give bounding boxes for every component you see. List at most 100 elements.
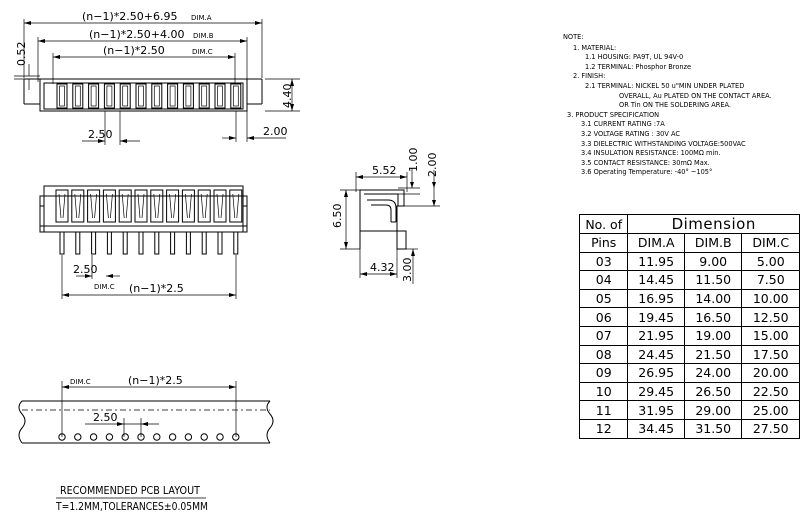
cell-dim-b: 21.50 (683, 344, 743, 365)
cell-dim-a: 11.95 (627, 251, 685, 272)
side-top-step: 2.00 (426, 153, 439, 178)
top-pin-contact (201, 85, 208, 107)
pcb-layout-subtitle: T=1.2MM,TOLERANCES±0.05MM (55, 500, 208, 513)
header-dimension: Dimension (627, 214, 800, 234)
top-pin-contact (138, 85, 144, 107)
pcb-hole (200, 433, 208, 441)
top-pin-slot (135, 83, 147, 109)
front-contact (58, 193, 66, 219)
cell-dim-b: 24.00 (683, 363, 743, 383)
header-pins: Pins (578, 233, 629, 253)
pcb-dim-c-label: DIM.C (70, 378, 91, 386)
front-cavity (197, 189, 211, 223)
note-line: 3.2 VOLTAGE RATING : 30V AC (581, 129, 680, 138)
top-pin-slot (198, 83, 210, 109)
cell-dim-b: 31.50 (683, 418, 743, 439)
cell-pins: 05 (578, 288, 629, 309)
side-base-width: 4.32 (370, 261, 395, 274)
top-pin-contact (90, 85, 97, 107)
cell-dim-a: 21.95 (627, 325, 685, 346)
front-contact (200, 193, 208, 219)
note-line: 1.1 HOUSING: PA9T, UL 94V-0 (585, 53, 684, 62)
dim-a-label: DIM.A (191, 14, 212, 22)
cell-dim-a: 31.95 (627, 400, 685, 420)
dim-a-formula: (n−1)*2.50+6.95 (82, 10, 177, 23)
top-pin-contact (185, 85, 192, 107)
cell-dim-b: 14.00 (683, 288, 743, 309)
top-pin-contact (106, 85, 113, 107)
pcb-hole (105, 433, 114, 441)
top-pin-contact (74, 85, 81, 107)
side-pin-length: 3.00 (401, 258, 414, 283)
cell-dim-c: 7.50 (741, 270, 800, 290)
cell-dim-c: 15.00 (741, 325, 800, 346)
cell-dim-a: 14.45 (627, 270, 685, 290)
front-contact (169, 193, 176, 219)
top-height-right: 4.40 (281, 84, 294, 109)
top-pin-contact (59, 85, 65, 107)
front-pitch: 2.50 (73, 263, 98, 276)
note-line: 3.5 CONTACT RESISTANCE: 30mΩ Max. (581, 158, 710, 167)
cell-dim-a: 16.95 (627, 288, 685, 309)
front-pin (106, 231, 112, 255)
dim-c-label: DIM.C (192, 48, 213, 56)
front-cavity (213, 189, 227, 223)
top-pin-contact (122, 85, 129, 107)
front-pin (201, 231, 207, 255)
cell-dim-c: 25.00 (741, 400, 800, 420)
header-dim-a: DIM.A (627, 233, 685, 253)
table-header-row: Pins DIM.A DIM.B DIM.C (578, 233, 800, 253)
cell-dim-a: 29.45 (627, 381, 685, 402)
front-pin (170, 231, 176, 255)
front-cavity (229, 189, 243, 223)
note-line: 3. PRODUCT SPECIFICATION (567, 110, 660, 119)
pcb-hole (153, 433, 161, 441)
cell-dim-a: 34.45 (627, 418, 685, 439)
pcb-layout-title: RECOMMENDED PCB LAYOUT (60, 484, 200, 497)
cell-dim-a: 19.45 (627, 307, 685, 327)
cell-pins: 12 (578, 418, 629, 439)
cell-dim-b: 19.00 (683, 325, 743, 346)
cell-dim-c: 22.50 (741, 381, 800, 402)
top-height-left: 0.52 (15, 42, 28, 67)
pcb-hole (137, 433, 145, 441)
front-cavity (71, 189, 85, 223)
top-pin-slot (230, 83, 242, 109)
dimension-table: No. of Dimension Pins DIM.A DIM.B DIM.C … (578, 214, 800, 439)
note-line: 2. FINISH: (573, 72, 606, 81)
front-view: 2.50 DIM.C (n−1)*2.5 (39, 185, 248, 299)
front-pin (217, 231, 223, 255)
cell-dim-b: 16.50 (683, 307, 743, 327)
pcb-hole (232, 433, 240, 441)
front-contact (232, 193, 240, 219)
top-pin-contact (153, 85, 160, 107)
front-contact (185, 193, 192, 219)
top-pin-slot (182, 83, 194, 109)
pcb-hole (74, 433, 82, 441)
top-pin-slot (72, 83, 84, 109)
top-pin-contact (232, 85, 239, 107)
cell-dim-c: 12.50 (741, 307, 800, 327)
top-pin-slot (88, 83, 100, 109)
pcb-hole (58, 433, 66, 441)
note-line: 2.1 TERMINAL: NICKEL 50 u"MIN UNDER PLAT… (585, 81, 745, 90)
top-pin-slot (214, 83, 226, 109)
header-dim-b: DIM.B (683, 233, 743, 253)
notes-block: NOTE: 1. MATERIAL: 1.1 HOUSING: PA9T, UL… (563, 33, 798, 178)
cell-dim-c: 10.00 (741, 288, 800, 309)
cell-dim-c: 20.00 (741, 363, 800, 383)
front-pin (75, 231, 81, 255)
pcb-hole (168, 433, 177, 441)
note-line: 1.2 TERMINAL: Phosphor Bronze (585, 62, 692, 71)
pcb-hole (184, 433, 193, 441)
note-line: OVERALL, Au PLATED ON THE CONTACT AREA. (619, 91, 772, 100)
front-dim-c-label: DIM.C (94, 283, 115, 291)
top-view-pins (56, 83, 242, 109)
dim-c-formula: (n−1)*2.50 (103, 44, 165, 57)
